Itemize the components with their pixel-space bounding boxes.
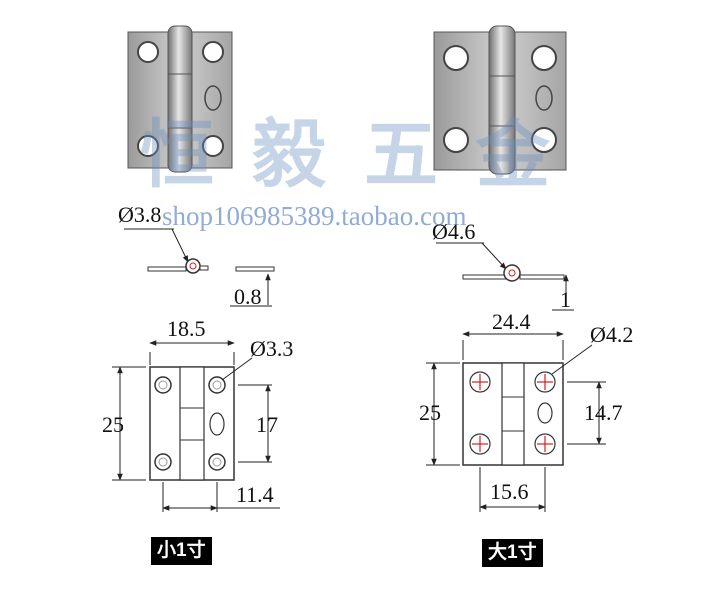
small-hinge-side-view: Ø3.8 0.8 [118, 202, 275, 309]
small-hole-diameter: Ø3.3 [250, 336, 293, 361]
small-pin-diameter: Ø3.8 [118, 202, 161, 227]
large-hinge-label: 大1寸 [482, 539, 543, 567]
large-width: 24.4 [492, 309, 531, 334]
large-horizontal-spacing: 15.6 [490, 479, 529, 504]
small-thickness: 0.8 [234, 284, 262, 309]
large-hinge-photo [433, 25, 567, 175]
large-height: 25 [419, 400, 441, 425]
large-thickness: 1 [560, 287, 571, 312]
watermark: 恒毅五金 shop106985389.taobao.com [140, 112, 551, 231]
watermark-shop-name: 恒毅五金 [140, 112, 551, 198]
small-vertical-spacing: 17 [256, 412, 278, 437]
large-pin-diameter: Ø4.6 [432, 219, 475, 244]
small-hinge-photo [127, 25, 233, 173]
small-height: 25 [102, 412, 124, 437]
small-horizontal-spacing: 11.4 [236, 482, 274, 507]
small-hinge-front-drawing: 18.5 Ø3.3 25 17 11.4 [102, 316, 293, 512]
small-width: 18.5 [167, 316, 206, 341]
small-hinge-label: 小1寸 [151, 537, 212, 565]
large-hinge-side-view: Ø4.6 1 [432, 219, 574, 312]
watermark-url: shop106985389.taobao.com [162, 201, 466, 231]
large-hinge-front-drawing: 24.4 Ø4.2 25 14.7 15.6 [419, 309, 633, 512]
large-hole-diameter: Ø4.2 [590, 322, 633, 347]
large-vertical-spacing: 14.7 [584, 400, 623, 425]
